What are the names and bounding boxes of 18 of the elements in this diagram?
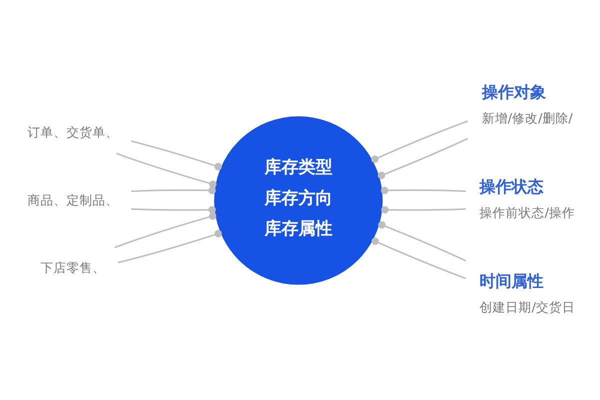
connector: [371, 236, 466, 279]
connector: [371, 120, 468, 162]
connector: [116, 152, 217, 188]
connector: [131, 206, 216, 213]
node-text: 操作状态 操作前状态/操作: [480, 176, 575, 220]
connector: [381, 206, 466, 213]
connector: [378, 220, 466, 261]
connector: [378, 137, 468, 179]
connector: [380, 186, 466, 194]
node-text: 操作对象 新增/修改/删除/: [482, 82, 573, 126]
node-text: 订单、交货单、: [28, 124, 119, 139]
connector: [131, 186, 216, 194]
connector: [118, 229, 222, 263]
node-text: 商品、定制品、: [28, 192, 119, 207]
node-text: 下店零售、: [40, 260, 106, 275]
node-text: 时间属性 创建日期/交货日: [480, 270, 575, 314]
connector: [114, 212, 216, 248]
connector: [131, 140, 222, 170]
